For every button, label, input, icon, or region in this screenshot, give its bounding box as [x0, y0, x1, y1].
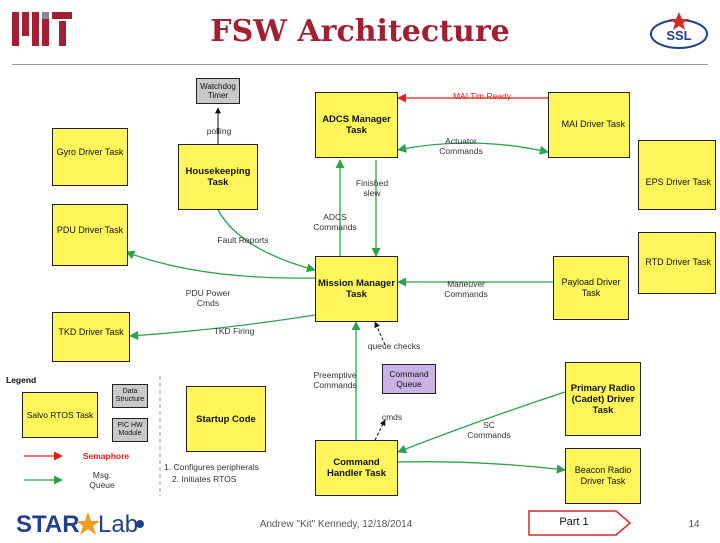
tkd-driver-block: TKD Driver Task [52, 312, 130, 362]
pdu-driver-block: PDU Driver Task [52, 204, 128, 266]
startup-note-2: 2. Initiates RTOS [172, 474, 237, 484]
mit-logo-icon [12, 12, 72, 46]
legend-semaphore-label: Semaphore [82, 451, 130, 461]
legend-title: Legend [6, 375, 37, 385]
housekeeping-label: Housekeeping Task [185, 166, 251, 188]
part-arrow-icon [528, 510, 632, 536]
beacon-radio-label: Beacon Radio Driver Task [574, 465, 632, 486]
primary-radio-label: Primary Radio (Cadet) Driver Task [570, 382, 636, 416]
beacon-radio-block: Beacon Radio Driver Task [565, 448, 641, 504]
gyro-driver-label: Gyro Driver Task [56, 147, 124, 157]
preemptive-commands-label: Preemptive Commands [313, 370, 357, 390]
finished-slew-label: Finished slew [355, 178, 389, 198]
startup-note-1: 1. Configures peripherals [164, 462, 259, 472]
beacon-connector [397, 461, 566, 474]
pdu-power-cmds-label: PDU Power Cmds [185, 288, 231, 308]
mission-manager-block: Mission Manager Task [315, 256, 398, 322]
maneuver-commands-label: Maneuver Commands [444, 279, 488, 299]
svg-text:Lab: Lab [98, 511, 138, 538]
header-divider [12, 64, 708, 65]
legend-pic-hw-module-label: PIC HW Module [117, 422, 143, 437]
page-title: FSW Architecture [210, 14, 510, 49]
rtd-driver-block: RTD Driver Task [638, 232, 716, 294]
svg-text:STAR: STAR [16, 511, 80, 538]
actuator-connector [397, 142, 549, 155]
cmds-label: cmds [381, 412, 403, 422]
ssl-logo-icon: SSL [650, 12, 708, 49]
legend-data-structure: Data Structure [112, 384, 148, 408]
watchdog-timer-block: Watchdog Timer [196, 78, 240, 104]
gyro-driver-block: Gyro Driver Task [52, 128, 128, 186]
legend-msg-queue-label: Msg. Queue [89, 470, 115, 490]
startup-code-block: Startup Code [186, 386, 266, 452]
part-label-arrow[interactable]: Part 1 [528, 510, 632, 536]
part-label: Part 1 [559, 516, 589, 528]
command-handler-label: Command Handler Task [327, 457, 386, 479]
pdu-power-connector [125, 250, 316, 279]
payload-driver-block: Payload Driver Task [553, 256, 629, 320]
legend-pic-hw-module: PIC HW Module [112, 418, 148, 442]
actuator-commands-label: Actuator Commands [439, 136, 483, 156]
command-queue-block: Command Queue [382, 364, 436, 394]
fault-reports-label: Fault Reports [217, 235, 269, 245]
starlab-logo-icon: STAR Lab [16, 511, 144, 538]
legend-data-structure-label: Data Structure [115, 388, 145, 403]
svg-text:SSL: SSL [666, 28, 691, 43]
sc-commands-label: SC Commands [467, 420, 511, 440]
mit-logo [12, 10, 72, 48]
queue-checks-label: queue checks [367, 341, 421, 351]
cmds-connector [374, 419, 386, 441]
queue-checks-connector [374, 321, 386, 346]
adcs-manager-block: ADCS Manager Task [315, 92, 398, 158]
watchdog-timer-label: Watchdog Timer [200, 82, 236, 100]
mai-tim-ready-label: MAI Tim Ready [452, 91, 512, 101]
mission-manager-label: Mission Manager Task [317, 278, 396, 300]
primary-radio-block: Primary Radio (Cadet) Driver Task [565, 362, 641, 436]
tkd-firing-label: TKD Firing [213, 326, 255, 336]
fault-reports-connector [217, 209, 316, 273]
adcs-commands-label: ADCS Commands [313, 212, 357, 232]
legend-salvo-task-label: Salvo RTOS Task [26, 409, 94, 420]
eps-driver-block: EPS Driver Task [638, 140, 716, 210]
polling-label: polling [206, 126, 232, 136]
tkd-firing-connector [129, 314, 316, 340]
command-handler-block: Command Handler Task [315, 440, 398, 496]
tkd-driver-label: TKD Driver Task [58, 327, 124, 337]
rtd-driver-label: RTD Driver Task [645, 257, 711, 267]
adcs-manager-label: ADCS Manager Task [322, 114, 391, 136]
page-number: 14 [688, 519, 700, 530]
mai-driver-block: MAI Driver Task [548, 92, 630, 158]
starlab-logo: STAR Lab [14, 508, 146, 538]
command-queue-label: Command Queue [389, 369, 429, 389]
eps-driver-label: EPS Driver Task [645, 177, 711, 187]
housekeeping-block: Housekeeping Task [178, 144, 258, 210]
ssl-logo: SSL [648, 10, 710, 54]
mai-driver-label: MAI Driver Task [561, 119, 625, 129]
startup-code-label: Startup Code [196, 413, 256, 425]
sc-commands-connector [397, 391, 566, 454]
pdu-driver-label: PDU Driver Task [56, 225, 124, 235]
legend-salvo-task: Salvo RTOS Task [22, 392, 98, 438]
payload-driver-label: Payload Driver Task [561, 277, 621, 298]
footer-author: Andrew "Kit" Kennedy, 12/18/2014 [259, 519, 413, 530]
